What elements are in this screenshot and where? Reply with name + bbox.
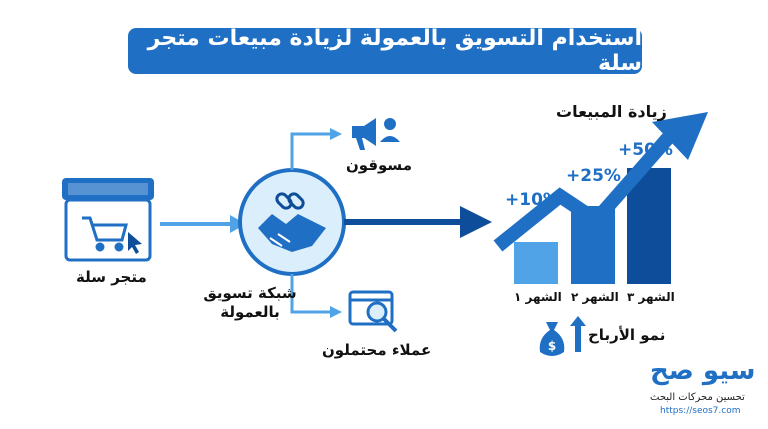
profit-growth-label: نمو الأرباح bbox=[588, 326, 666, 344]
month-label-2: الشهر ٢ bbox=[571, 290, 619, 304]
store-label: متجر سلة bbox=[76, 268, 147, 286]
brand-tagline: تحسين محركات البحث bbox=[650, 392, 745, 403]
increase-label-2: +25% bbox=[566, 166, 621, 186]
growth-arrow-head bbox=[652, 112, 708, 160]
cursor-icon bbox=[128, 232, 142, 254]
sales-title: زيادة المبيعات bbox=[556, 102, 667, 121]
growth-chart bbox=[493, 112, 708, 284]
growth-arrow bbox=[493, 133, 674, 252]
bar-month-3 bbox=[627, 168, 671, 284]
megaphone-icon bbox=[352, 118, 376, 150]
store-icon bbox=[62, 178, 154, 262]
person-icon bbox=[380, 118, 400, 142]
bar-month-1 bbox=[514, 242, 558, 284]
handshake-icon bbox=[258, 214, 326, 252]
customers-label: عملاء محتملون bbox=[322, 341, 432, 359]
month-label-3: الشهر ٣ bbox=[627, 290, 675, 304]
svg-text:$: $ bbox=[548, 339, 556, 353]
page-title: استخدام التسويق بالعمولة لزيادة مبيعات م… bbox=[128, 26, 642, 76]
up-arrow-icon bbox=[570, 316, 586, 352]
network-icon bbox=[238, 168, 346, 276]
marketers-label: مسوقون bbox=[346, 156, 412, 174]
cart-icon bbox=[82, 216, 128, 252]
brand-url[interactable]: https://seos7.com bbox=[660, 406, 741, 416]
increase-label-1: +10% bbox=[505, 190, 560, 210]
money-bag-icon: $ bbox=[539, 322, 565, 356]
link-icon bbox=[275, 192, 305, 210]
month-label-1: الشهر ١ bbox=[514, 290, 562, 304]
search-document-icon bbox=[348, 290, 398, 333]
increase-label-3: +50% bbox=[618, 140, 673, 160]
network-label: شبكة تسويق بالعمولة bbox=[203, 284, 297, 321]
brand-logo: سيو صح bbox=[650, 356, 756, 386]
